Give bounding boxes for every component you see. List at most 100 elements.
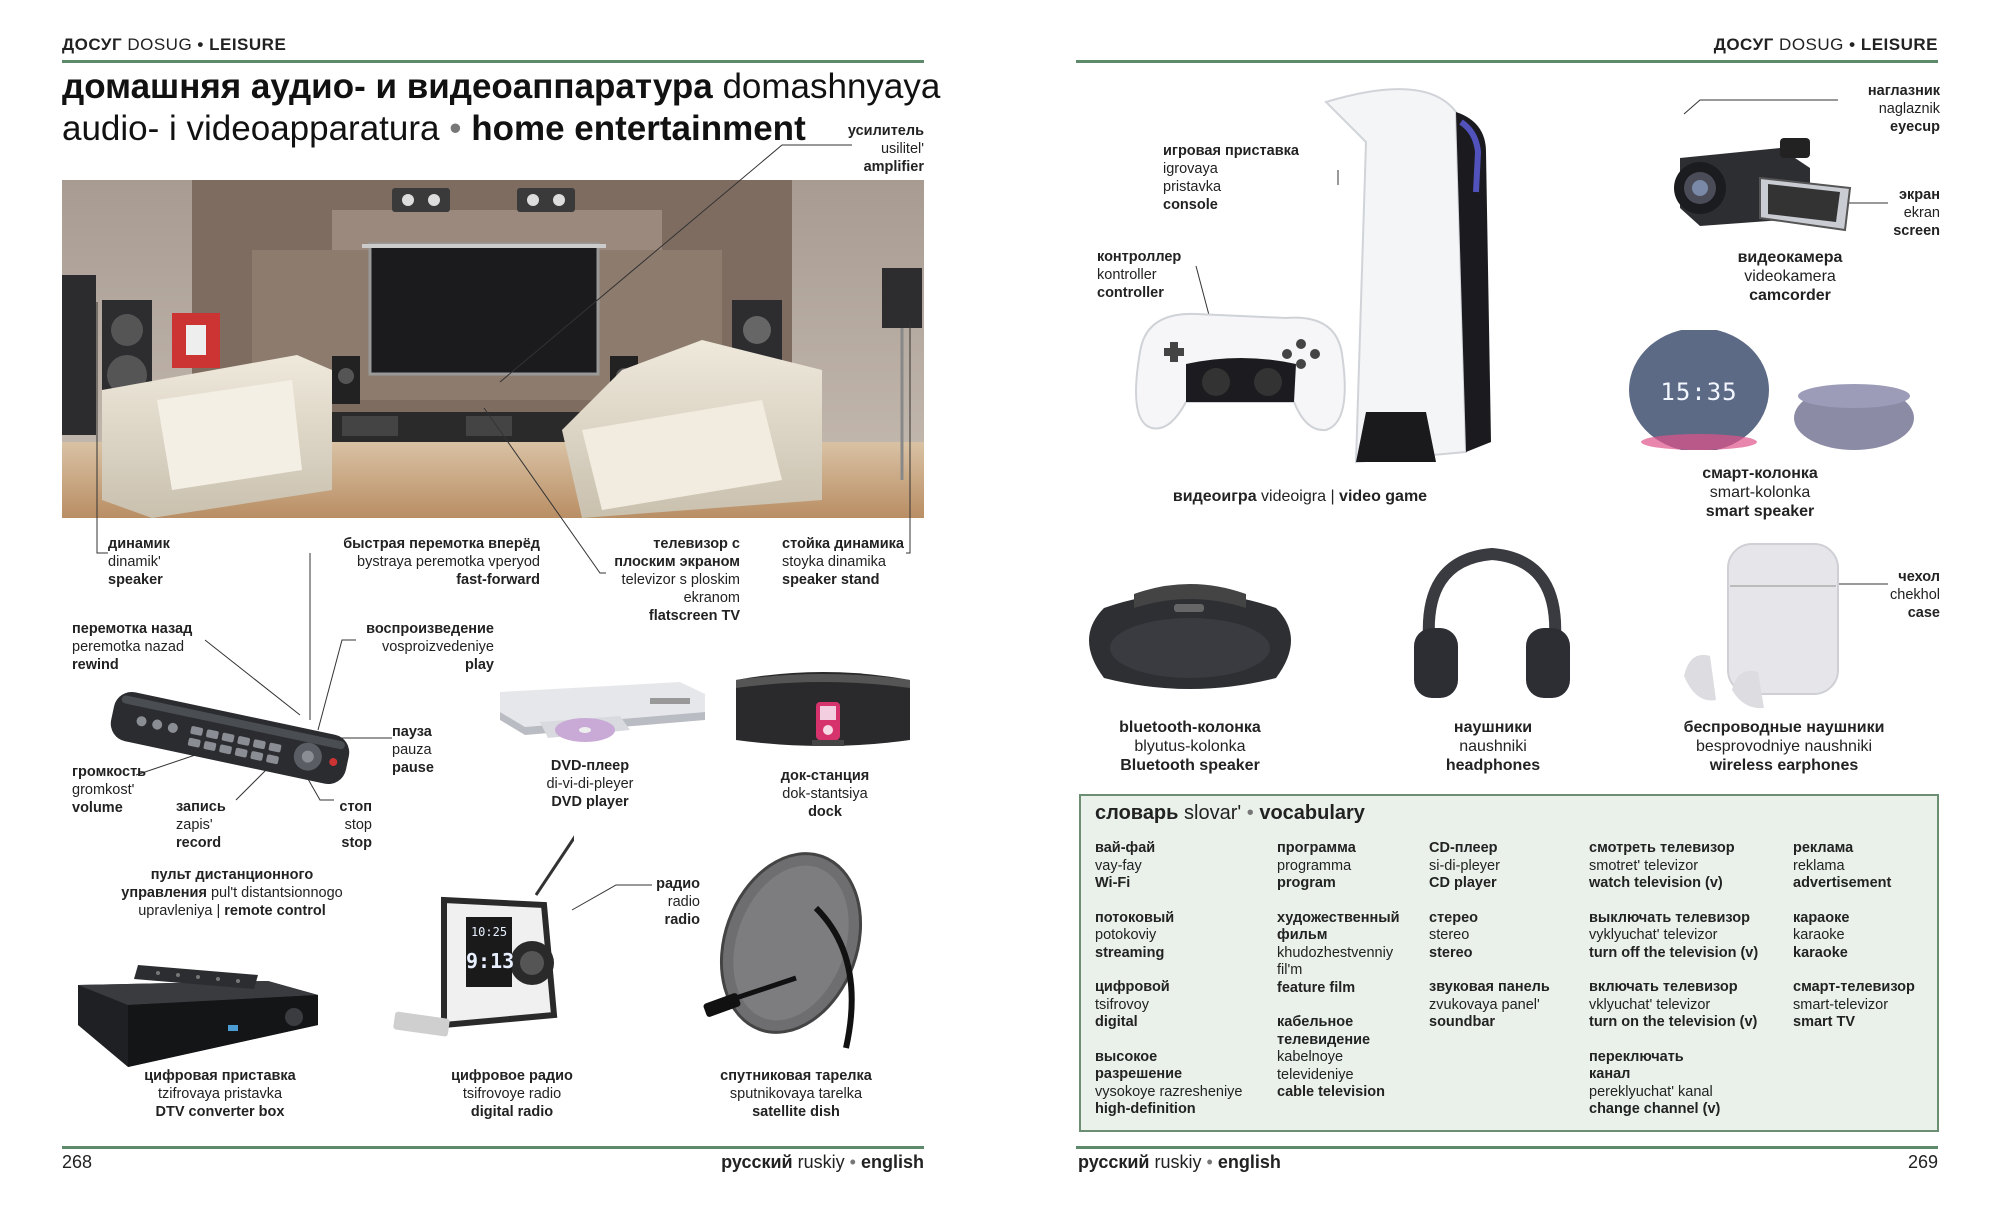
label-en: wireless earphones bbox=[1709, 757, 1859, 774]
vocab-en: soundbar bbox=[1429, 1014, 1496, 1030]
vocab-en: streaming bbox=[1095, 944, 1165, 961]
dtv-converter-image bbox=[78, 965, 318, 1067]
label-en: remote control bbox=[224, 903, 326, 919]
label-digital-radio: цифровое радио tsifrovoye radio digital … bbox=[412, 1067, 612, 1121]
label-sep: | bbox=[1330, 488, 1335, 505]
label-en: satellite dish bbox=[752, 1104, 840, 1120]
label-tr: pristavka bbox=[1163, 179, 1222, 195]
label-ru: контроллер bbox=[1097, 249, 1182, 265]
label-ru: громкость bbox=[72, 764, 147, 780]
label-wireless-earphones: беспроводные наушники besprovodniye naus… bbox=[1664, 718, 1904, 775]
label-speaker-stand: стойка динамика stoyka dinamika speaker … bbox=[782, 535, 924, 589]
header-tr: DOSUG bbox=[1779, 35, 1844, 54]
label-tr: videokamera bbox=[1744, 268, 1836, 285]
label-ru: пауза bbox=[392, 724, 432, 740]
radio-display-bottom: 9:13 bbox=[466, 949, 515, 973]
label-en: camcorder bbox=[1749, 287, 1831, 304]
vocab-tr: programma bbox=[1277, 857, 1352, 874]
page-header-right: ДОСУГ DOSUG • LEISURE bbox=[1714, 35, 1938, 55]
vocab-tr: vay-fay bbox=[1095, 857, 1142, 874]
label-tr: chekhol bbox=[1890, 587, 1940, 603]
smart-speaker-body bbox=[1629, 330, 1914, 450]
title-en: home entertainment bbox=[471, 109, 806, 148]
bluetooth-speaker-image bbox=[1089, 584, 1291, 689]
label-tr: upravleniya bbox=[138, 903, 213, 919]
label-flatscreen-tv: телевизор с плоским экраном televizor s … bbox=[600, 535, 740, 625]
vocabulary-title-ru: словарь bbox=[1095, 802, 1179, 824]
vocab-ru: вай-фай bbox=[1095, 840, 1156, 856]
label-tr: pul't distantsionnogo bbox=[210, 885, 343, 901]
label-ru: экран bbox=[1899, 187, 1940, 203]
label-en: stop bbox=[341, 835, 372, 851]
camcorder-image bbox=[1674, 138, 1852, 232]
label-en: speaker bbox=[108, 572, 163, 588]
footer-rule-right bbox=[1076, 1146, 1938, 1149]
label-fast-forward: быстрая перемотка вперёд bystraya peremo… bbox=[316, 535, 540, 589]
label-ru: DVD-плеер bbox=[550, 758, 630, 774]
label-dvd-player: DVD-плеер di-vi-di-pleyer DVD player bbox=[500, 757, 680, 811]
footer-language-left: русский ruskiy • english bbox=[721, 1152, 924, 1173]
header-ru: ДОСУГ bbox=[1713, 35, 1774, 54]
footer-tr: ruskiy bbox=[1154, 1152, 1202, 1172]
header-ru: ДОСУГ bbox=[62, 35, 123, 54]
label-tr: usilitel' bbox=[880, 141, 924, 157]
label-ru: беспроводные наушники bbox=[1683, 719, 1885, 736]
label-tr: dok-stantsiya bbox=[782, 786, 868, 802]
title-ru: домашняя аудио- и видеоаппаратура bbox=[62, 67, 713, 106]
label-stop: стоп stop stop bbox=[300, 798, 372, 852]
vocab-tr: vysokoye razresheniye bbox=[1095, 1083, 1243, 1100]
label-dock: док-станция dok-stantsiya dock bbox=[730, 767, 920, 821]
label-ru: телевизор с плоским экраном bbox=[614, 536, 740, 570]
label-en: headphones bbox=[1445, 757, 1541, 774]
vocab-ru: реклама bbox=[1793, 840, 1854, 856]
label-tr: kontroller bbox=[1097, 267, 1157, 283]
label-en: eyecup bbox=[1890, 119, 1940, 135]
label-console: игровая приставка igrovaya pristavka con… bbox=[1163, 142, 1323, 214]
vocab-tr: khudozhestvenniy fil'm bbox=[1277, 944, 1394, 979]
vocab-ru: смотреть телевизор bbox=[1589, 840, 1735, 856]
label-ru: стоп bbox=[339, 799, 372, 815]
game-console-image bbox=[1135, 88, 1491, 464]
page-title: домашняя аудио- и видеоаппаратура domash… bbox=[62, 66, 942, 150]
label-volume: громкость gromkost' volume bbox=[72, 763, 192, 817]
label-tr: smart-kolonka bbox=[1709, 484, 1811, 501]
label-tr: zapis' bbox=[176, 817, 213, 833]
footer-tr: ruskiy bbox=[797, 1152, 845, 1172]
vocab-ru: художественный фильм bbox=[1277, 909, 1400, 944]
label-video-game: видеоигра videoigra | video game bbox=[1150, 488, 1450, 506]
label-record: запись zapis' record bbox=[176, 798, 276, 852]
label-en: speaker stand bbox=[782, 572, 880, 588]
header-rule-right bbox=[1076, 60, 1938, 63]
label-ru: стойка динамика bbox=[782, 536, 904, 552]
label-tr: ekran bbox=[1903, 205, 1940, 221]
vocab-tr: vyklyuchat' televizor bbox=[1589, 927, 1718, 943]
label-ru: док-станция bbox=[780, 768, 870, 784]
vocab-tr: kabelnoye televideniye bbox=[1277, 1049, 1354, 1083]
label-en: video game bbox=[1339, 488, 1428, 505]
label-tr: stoyka dinamika bbox=[782, 554, 886, 570]
label-case: чехол chekhol case bbox=[1840, 568, 1940, 622]
label-ru: чехол bbox=[1898, 569, 1940, 585]
vocab-en: turn on the television (v) bbox=[1589, 1014, 1758, 1030]
footer-sep: • bbox=[849, 1152, 856, 1172]
label-ru: радио bbox=[656, 876, 700, 892]
label-en: pause bbox=[392, 760, 434, 776]
label-ru: быстрая перемотка вперёд bbox=[343, 536, 540, 552]
vocabulary-title-tr: slovar' bbox=[1184, 802, 1242, 824]
label-ru: bluetooth-колонка bbox=[1119, 719, 1261, 736]
footer-rule-left bbox=[62, 1146, 924, 1149]
label-tr: blyutus-kolonka bbox=[1134, 738, 1246, 755]
label-en: digital radio bbox=[470, 1104, 554, 1120]
label-tr: videoigra bbox=[1261, 488, 1326, 505]
label-en: rewind bbox=[72, 657, 119, 673]
vocab-en: feature film bbox=[1277, 979, 1356, 996]
label-tr: tsifrovoye radio bbox=[462, 1086, 562, 1102]
vocabulary-title: словарь slovar' • vocabulary bbox=[1095, 802, 1365, 825]
